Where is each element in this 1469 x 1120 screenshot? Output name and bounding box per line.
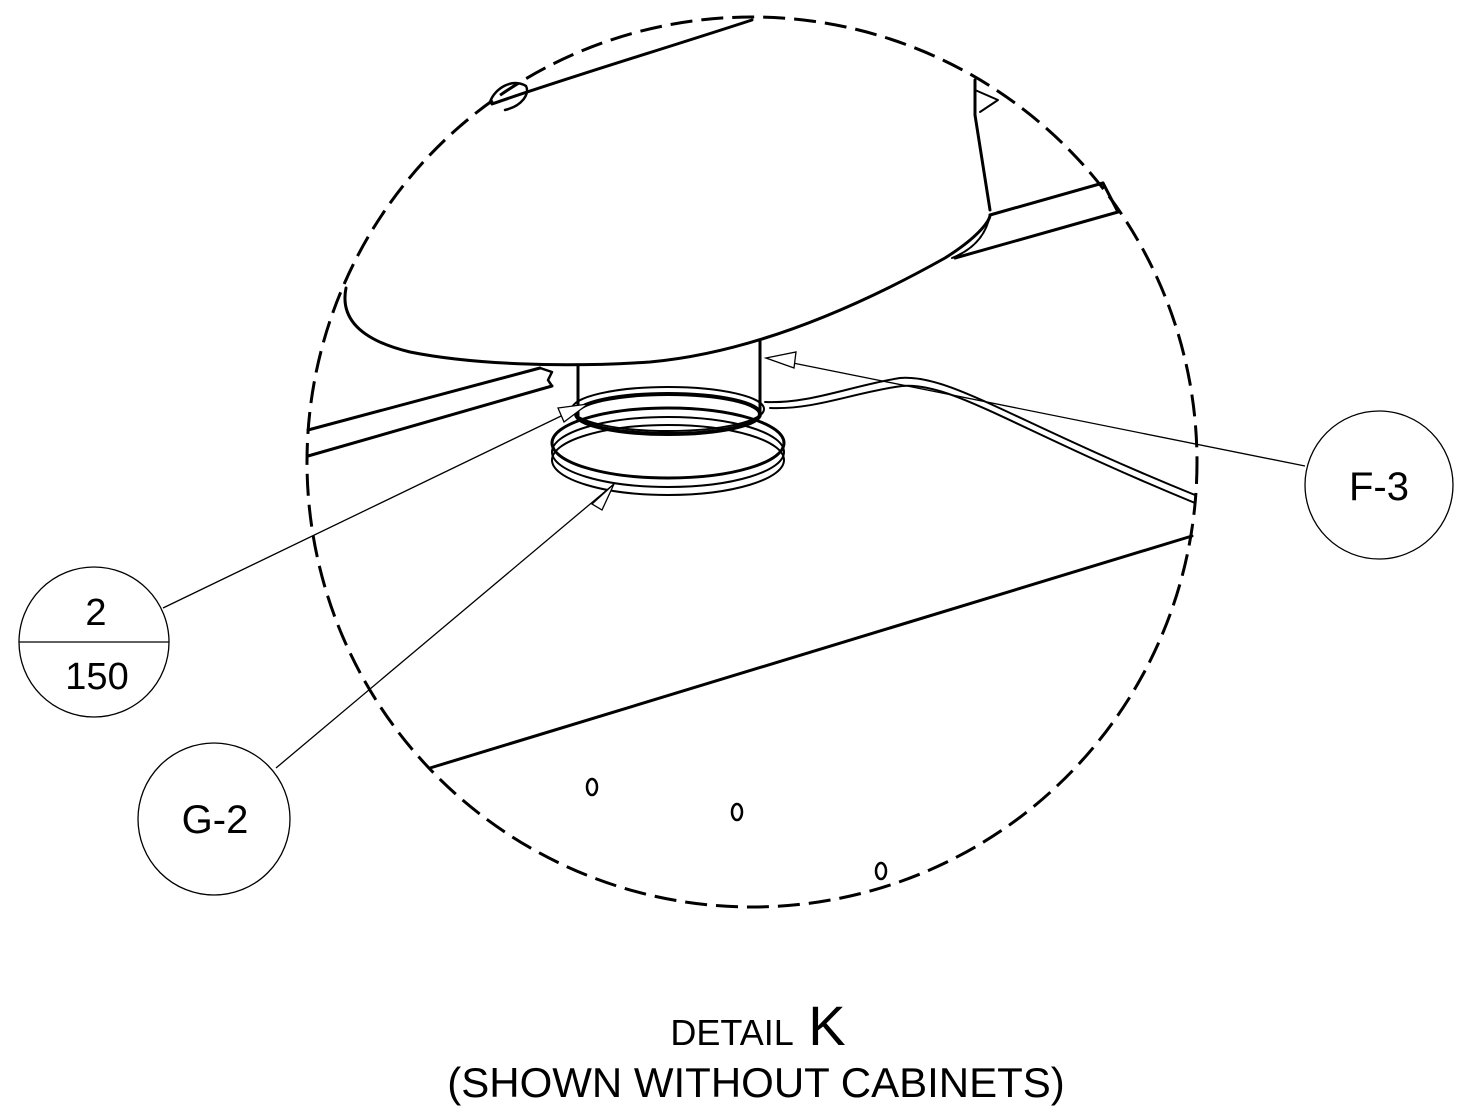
lower-shelf-edge — [428, 534, 1194, 770]
screw-hole-3 — [874, 861, 888, 881]
housing-inner-edge — [951, 214, 991, 259]
rail-link — [1101, 181, 1120, 214]
arrow-g2 — [590, 483, 615, 511]
left-rail-lower — [306, 384, 554, 458]
housing-top-edge — [490, 18, 754, 106]
left-rail-notch — [538, 366, 554, 388]
flange-top — [550, 406, 786, 480]
detail-boundary-circle — [305, 15, 1199, 909]
cable-upper — [764, 376, 1196, 496]
detail-title-letter: K — [808, 994, 845, 1057]
balloon-g2: G-2 — [137, 742, 291, 896]
balloon-g2-circle — [137, 742, 291, 896]
left-rail-upper — [306, 366, 542, 432]
balloon-g2-label: G-2 — [182, 798, 249, 842]
arrow-item — [557, 403, 591, 424]
screw-hole-2 — [730, 802, 744, 822]
bracket-edge — [973, 78, 992, 212]
detail-title: DETAIL K — [670, 994, 845, 1057]
detail-title-block: DETAIL K (SHOWN WITHOUT CABINETS) — [447, 994, 1065, 1106]
screw-hole-1 — [585, 777, 599, 797]
leader-item — [162, 403, 587, 609]
arrow-f3 — [763, 351, 797, 369]
bracket-notch — [974, 89, 999, 113]
balloon-item-sheet: 2 150 — [18, 566, 170, 718]
detail-subtitle: (SHOWN WITHOUT CABINETS) — [447, 1059, 1065, 1106]
leader-f3 — [767, 357, 1306, 467]
flange-middle — [551, 416, 785, 488]
flange-bottom — [551, 424, 785, 496]
post-collar — [574, 392, 762, 436]
balloon-sheet-number: 150 — [65, 656, 128, 698]
balloon-item-number: 2 — [85, 592, 106, 634]
housing-outline — [343, 213, 992, 367]
balloon-f3-label: F-3 — [1349, 465, 1409, 509]
detail-title-prefix: DETAIL — [670, 1012, 793, 1053]
cable-lower — [769, 384, 1196, 504]
balloon-f3-circle — [1304, 410, 1454, 560]
leader-g2 — [275, 483, 615, 769]
top-knob — [488, 81, 529, 112]
assembly-geometry — [306, 18, 1196, 881]
rail-lower — [953, 210, 1120, 260]
balloon-f3: F-3 — [1304, 410, 1454, 560]
rail-upper — [988, 181, 1105, 217]
leader-lines — [162, 351, 1306, 769]
